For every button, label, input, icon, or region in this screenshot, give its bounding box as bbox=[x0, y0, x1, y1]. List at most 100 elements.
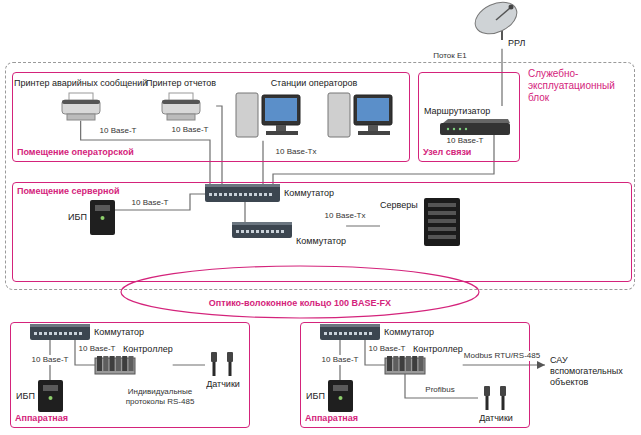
printer-icon bbox=[61, 91, 101, 121]
connector bbox=[115, 194, 205, 210]
ctrl-icon bbox=[385, 356, 425, 374]
ups: ИБП bbox=[306, 380, 353, 412]
region-title: Помещение серверной bbox=[17, 186, 119, 197]
connector bbox=[463, 364, 545, 365]
device-label: ИБП bbox=[306, 391, 325, 402]
ups-icon bbox=[90, 200, 115, 235]
connector-label: Profibus bbox=[424, 385, 455, 395]
room-box: ИБПКоммутаторКоммутаторСерверыПомещение … bbox=[12, 182, 632, 282]
dish-icon bbox=[470, 2, 520, 40]
sensors: Датчики bbox=[205, 352, 241, 390]
connector-label: Индивидуальные протоколы RS-485 bbox=[114, 387, 206, 406]
switch: Коммутатор bbox=[30, 324, 144, 340]
workstations: Станции операторов bbox=[228, 78, 400, 141]
sensors-icon bbox=[205, 352, 241, 378]
service-block: Принтер аварийных сообщенийПринтер отчет… bbox=[5, 62, 635, 290]
connector-label-holder: Profibus bbox=[424, 385, 455, 395]
device-label: ИБП bbox=[68, 212, 87, 223]
region-title: Аппаратная bbox=[15, 413, 68, 424]
connector bbox=[501, 49, 502, 106]
ups-icon bbox=[328, 380, 353, 412]
external-system: САУ вспомогательных объектов bbox=[545, 355, 640, 387]
device-label: Коммутатор bbox=[296, 236, 346, 247]
connector-label-holder: 10 Base-Tx bbox=[324, 211, 367, 221]
device-label: Принтер аварийных сообщений bbox=[14, 78, 147, 89]
connector-label-holder: 10 Base-T bbox=[99, 126, 138, 136]
region-title: Узел связи bbox=[423, 147, 471, 158]
switch-icon bbox=[30, 324, 90, 340]
device-label: Контроллер bbox=[123, 344, 173, 355]
device-label: Датчики bbox=[479, 413, 513, 424]
connector bbox=[405, 374, 478, 398]
connector bbox=[346, 225, 380, 226]
connector-label-holder: 10 Base-T bbox=[171, 125, 210, 135]
device-label: САУ вспомогательных объектов bbox=[550, 355, 640, 387]
sensors-icon bbox=[478, 386, 514, 412]
connector-label-holder: 10 Base-T bbox=[446, 136, 485, 146]
connector-label-holder: Modbus RTU/RS-485 bbox=[463, 351, 541, 361]
switch: Коммутатор bbox=[320, 324, 434, 340]
connector-label: 10 Base-Tx bbox=[275, 147, 318, 157]
region-title: Помещение операторской bbox=[17, 147, 134, 158]
connector-label-holder: Индивидуальные протоколы RS-485 bbox=[114, 387, 206, 406]
connector-label-holder: 10 Base-T bbox=[31, 355, 70, 365]
connector-label-holder: 10 Base-T bbox=[78, 344, 117, 354]
device-label: Коммутатор bbox=[284, 188, 334, 199]
connector-label-holder: 10 Base-Tx bbox=[275, 147, 318, 157]
room-box: Принтер аварийных сообщенийПринтер отчет… bbox=[12, 72, 410, 162]
connector-label: Поток E1 bbox=[432, 51, 468, 61]
device-label: Принтер отчетов bbox=[146, 78, 216, 89]
fiber-ring: Оптико-волоконное кольцо 100 BASE-FX bbox=[120, 265, 480, 319]
connector-label: 10 Base-T bbox=[446, 136, 485, 146]
switch-icon bbox=[205, 184, 280, 202]
connector-label: 10 Base-T bbox=[368, 344, 407, 354]
connector-label-holder: 10 Base-T bbox=[321, 355, 360, 365]
connector-label: 10 Base-T bbox=[99, 126, 138, 136]
device-label: ИБП bbox=[16, 391, 35, 402]
ups: ИБП bbox=[68, 200, 115, 235]
switch: Коммутатор bbox=[232, 222, 346, 247]
device-label: Станции операторов bbox=[271, 78, 358, 89]
region-title: Служебно-эксплуатационный блок bbox=[528, 68, 632, 104]
printer-icon bbox=[161, 91, 201, 121]
connector-label: 10 Base-T bbox=[78, 344, 117, 354]
pcs-icon bbox=[228, 91, 400, 141]
ring-outline bbox=[120, 265, 480, 319]
connector-label-holder: 10 Base-T bbox=[368, 344, 407, 354]
printer: Принтер аварийных сообщений bbox=[14, 78, 147, 121]
connector-label: 10 Base-T bbox=[321, 355, 360, 365]
antenna: РРЛ bbox=[470, 2, 525, 49]
router: Маршрутизатор bbox=[424, 106, 510, 135]
connector-label-holder: Поток E1 bbox=[432, 51, 468, 61]
device-label: РРЛ bbox=[508, 38, 525, 49]
ctrl-icon bbox=[95, 356, 135, 374]
device-label: Серверы bbox=[380, 200, 418, 211]
connector bbox=[173, 364, 205, 365]
connector-label: 10 Base-T bbox=[171, 125, 210, 135]
connector bbox=[244, 202, 245, 222]
device-label: Датчики bbox=[206, 379, 240, 390]
room-box: КоммутаторИБП КонтроллерДатчики Аппаратная bbox=[300, 322, 530, 428]
device-label: Контроллер bbox=[413, 344, 463, 355]
ups-icon bbox=[38, 380, 63, 412]
connector-label: 10 Base-T bbox=[131, 198, 170, 208]
region-title: Аппаратная bbox=[305, 413, 358, 424]
device-label: Маршрутизатор bbox=[424, 106, 490, 117]
connector-label: 10 Base-Tx bbox=[324, 211, 367, 221]
connector bbox=[262, 141, 263, 184]
connector-label-holder: 10 Base-T bbox=[131, 198, 170, 208]
printer: Принтер отчетов bbox=[146, 78, 216, 121]
switch-icon bbox=[320, 324, 380, 340]
connector bbox=[273, 135, 494, 184]
device-label: Коммутатор bbox=[94, 327, 144, 338]
room-box: МаршрутизаторУзел связи bbox=[418, 72, 520, 162]
connector-label: 10 Base-T bbox=[31, 355, 70, 365]
connector-label: Modbus RTU/RS-485 bbox=[463, 351, 541, 361]
room-box: КоммутаторИБП КонтроллерДатчикиАппаратная bbox=[10, 322, 250, 428]
connector bbox=[216, 106, 222, 184]
region-title: Оптико-волоконное кольцо 100 BASE-FX bbox=[209, 298, 391, 309]
sensors: Датчики bbox=[478, 386, 514, 424]
switch: Коммутатор bbox=[205, 184, 334, 202]
switch-icon bbox=[232, 222, 292, 238]
